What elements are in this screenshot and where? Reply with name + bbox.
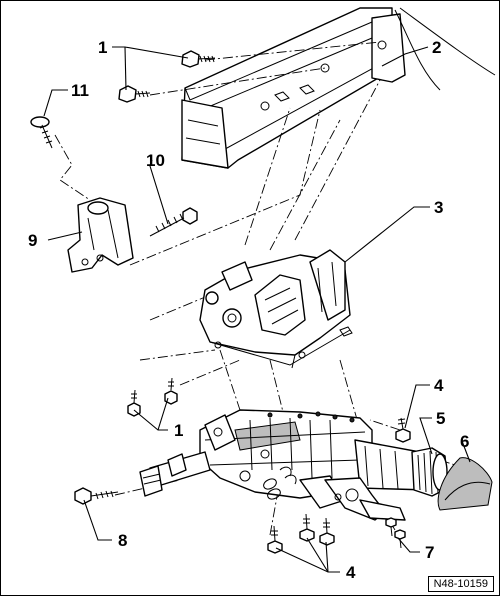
callout-4-bottom: 4 bbox=[346, 563, 356, 582]
screws-7 bbox=[385, 517, 406, 549]
bolt-8 bbox=[74, 487, 119, 505]
bolt-1-mid-b bbox=[127, 389, 141, 417]
steering-column bbox=[139, 409, 449, 521]
callout-1-top: 1 bbox=[98, 38, 107, 57]
bolt-1-lower bbox=[118, 85, 151, 103]
callout-9: 9 bbox=[28, 231, 37, 250]
callout-labels: 1 2 11 10 9 3 4 5 6 1 8 4 7 bbox=[28, 38, 469, 582]
callout-8: 8 bbox=[118, 531, 127, 550]
bolt-1-mid-a bbox=[164, 377, 178, 405]
figure-reference-label: N48-10159 bbox=[427, 576, 494, 592]
callout-7: 7 bbox=[425, 543, 434, 562]
callout-5: 5 bbox=[436, 409, 445, 428]
callout-4-right: 4 bbox=[434, 376, 444, 395]
callout-1-bottom: 1 bbox=[174, 421, 183, 440]
bolts-4-bottom bbox=[267, 513, 335, 554]
callout-3: 3 bbox=[434, 198, 443, 217]
mounting-bracket-3 bbox=[199, 249, 353, 369]
callout-6: 6 bbox=[460, 432, 469, 451]
callout-2: 2 bbox=[432, 38, 441, 57]
bolt-1-upper bbox=[181, 50, 216, 68]
bolt-10 bbox=[149, 207, 198, 237]
bolt-4-right bbox=[395, 417, 411, 443]
cover-6 bbox=[437, 457, 493, 511]
bracket-9 bbox=[67, 197, 134, 273]
screw-11 bbox=[30, 116, 53, 149]
leader-lines bbox=[43, 46, 471, 573]
callout-11: 11 bbox=[71, 81, 89, 100]
cross-member bbox=[181, 7, 496, 169]
callout-10: 10 bbox=[146, 151, 165, 170]
